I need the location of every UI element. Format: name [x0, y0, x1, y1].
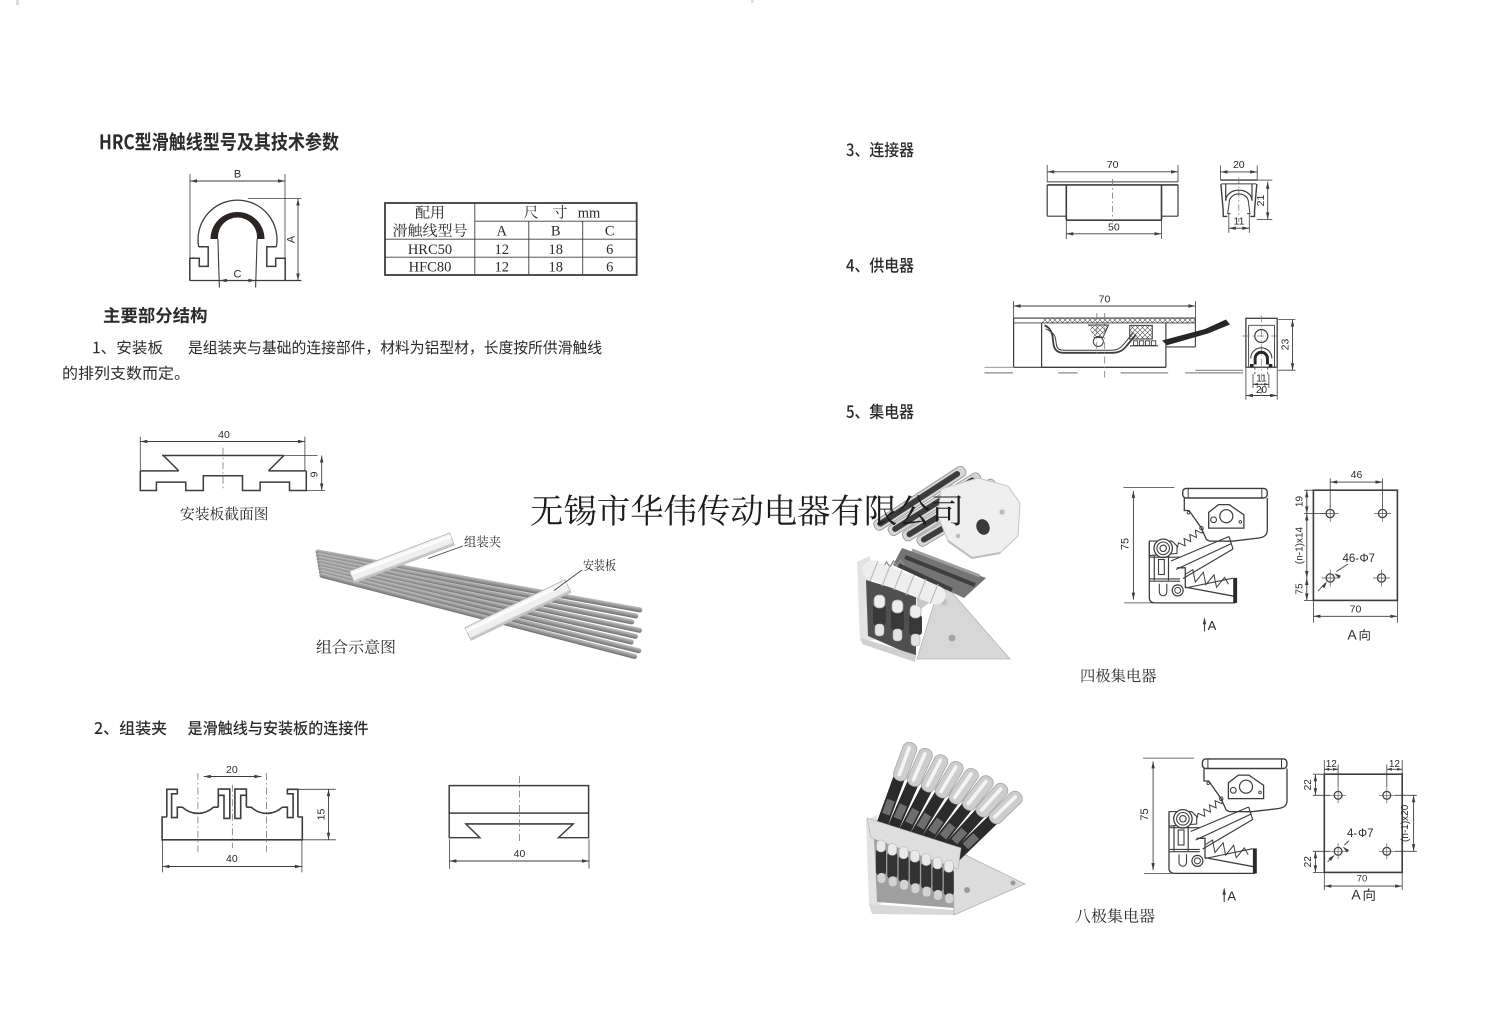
svg-text:46: 46	[1351, 469, 1363, 481]
svg-text:B: B	[551, 224, 561, 240]
svg-text:4-: 4-	[1347, 828, 1357, 840]
svg-text:B: B	[234, 169, 241, 181]
svg-text:A: A	[1227, 889, 1236, 904]
svg-text:A: A	[1351, 887, 1361, 903]
svg-text:12: 12	[1389, 759, 1401, 770]
svg-text:75: 75	[1119, 538, 1131, 550]
svg-text:A: A	[1208, 618, 1217, 633]
svg-text:20: 20	[226, 764, 238, 776]
svg-text:46-: 46-	[1343, 553, 1360, 565]
svg-text:23: 23	[1279, 339, 1291, 351]
svg-text:22: 22	[1303, 856, 1314, 868]
svg-text:75: 75	[1295, 583, 1306, 595]
svg-text:9: 9	[308, 471, 320, 477]
svg-text:Φ7: Φ7	[1360, 553, 1376, 565]
svg-text:22: 22	[1303, 779, 1314, 791]
svg-text:70: 70	[1350, 604, 1362, 616]
svg-text:18: 18	[548, 242, 563, 258]
svg-text:HFC80: HFC80	[409, 260, 452, 276]
svg-text:12: 12	[495, 260, 510, 276]
svg-text:50: 50	[1108, 221, 1120, 233]
svg-text:6: 6	[606, 260, 613, 276]
svg-text:40: 40	[218, 429, 230, 441]
svg-text:40: 40	[514, 848, 526, 860]
svg-text:12: 12	[495, 242, 510, 258]
svg-text:(n-1)x20: (n-1)x20	[1400, 804, 1411, 842]
svg-text:75: 75	[1139, 808, 1151, 820]
svg-text:18: 18	[548, 260, 563, 276]
svg-text:70: 70	[1107, 159, 1119, 171]
svg-text:15: 15	[315, 809, 327, 821]
svg-text:Φ7: Φ7	[1358, 828, 1374, 840]
svg-text:70: 70	[1099, 293, 1111, 305]
svg-text:mm: mm	[578, 206, 601, 222]
svg-text:19: 19	[1295, 496, 1306, 508]
svg-text:11: 11	[1256, 373, 1267, 384]
svg-text:20: 20	[1233, 159, 1245, 171]
svg-text:20: 20	[1256, 385, 1268, 396]
svg-text:21: 21	[1255, 195, 1267, 207]
svg-text:12: 12	[1326, 759, 1338, 770]
svg-text:A: A	[286, 235, 298, 243]
svg-text:11: 11	[1234, 215, 1245, 227]
svg-text:C: C	[234, 269, 242, 281]
svg-text:A: A	[497, 224, 508, 240]
svg-text:(n-1)x14: (n-1)x14	[1295, 526, 1306, 564]
svg-text:40: 40	[226, 853, 238, 865]
svg-text:C: C	[605, 224, 615, 240]
svg-text:70: 70	[1357, 874, 1368, 885]
svg-text:6: 6	[606, 242, 613, 258]
svg-text:HRC50: HRC50	[408, 242, 452, 258]
svg-text:A: A	[1347, 627, 1357, 643]
